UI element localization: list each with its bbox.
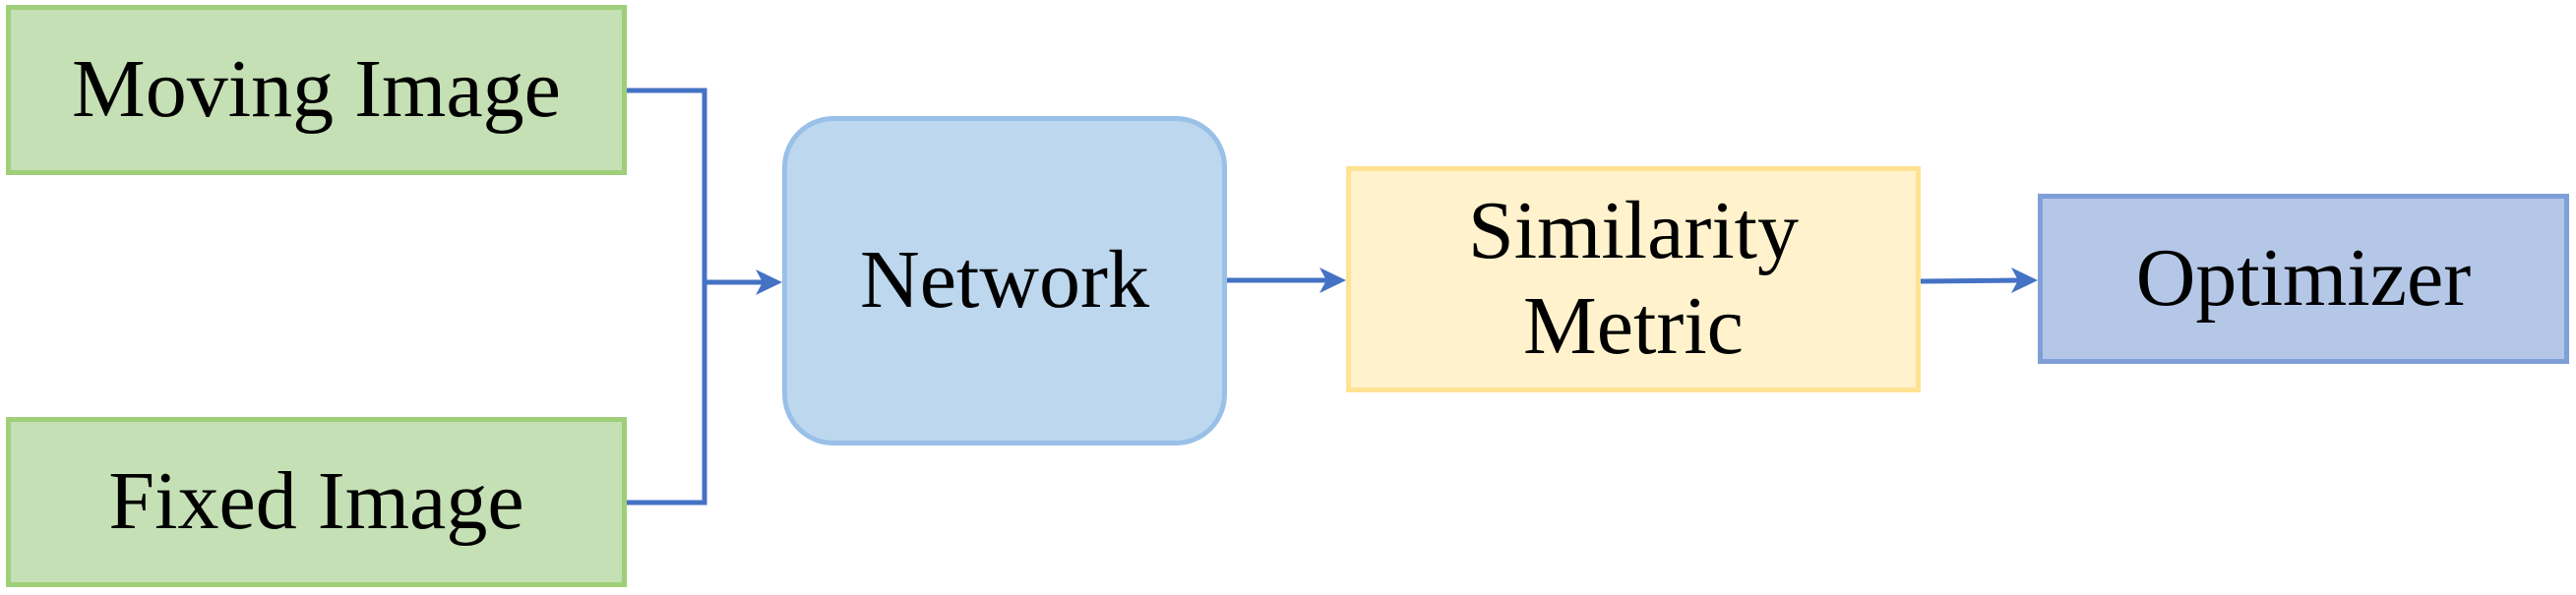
edge-network-to-similarity [1227, 268, 1346, 293]
edge-similarity-to-optimizer [1920, 268, 2038, 293]
edge-moving-to-junction [627, 88, 707, 282]
fixed-image-label: Fixed Image [108, 455, 524, 548]
optimizer-box: Optimizer [2038, 194, 2569, 364]
optimizer-label: Optimizer [2135, 232, 2472, 325]
edge-fixed-to-junction [627, 282, 707, 506]
network-label: Network [860, 234, 1149, 327]
fixed-image-box: Fixed Image [6, 417, 627, 587]
similarity-metric-label-line2: Metric [1523, 280, 1744, 372]
moving-image-label: Moving Image [72, 43, 561, 136]
network-box: Network [782, 116, 1227, 446]
similarity-metric-label-line1: Similarity [1468, 185, 1799, 277]
similarity-metric-box: Similarity Metric [1346, 166, 1921, 392]
moving-image-box: Moving Image [6, 5, 627, 175]
edge-junction-to-network [705, 269, 782, 295]
